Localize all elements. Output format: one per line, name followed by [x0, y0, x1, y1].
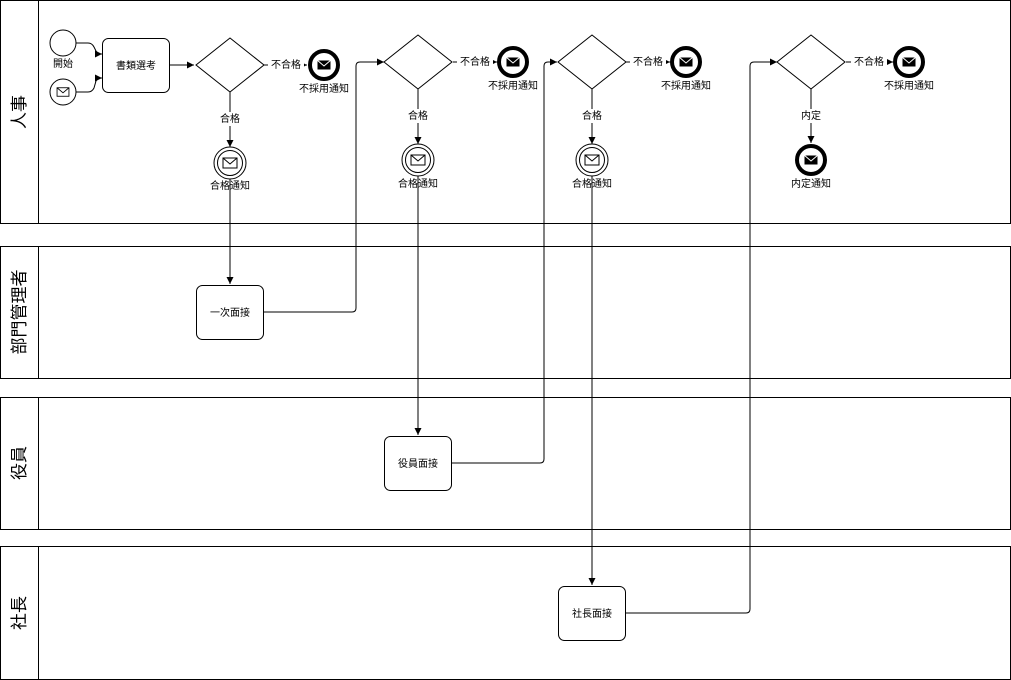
task-executive-interview[interactable]: 役員面接 — [384, 436, 452, 491]
offer-label: 内定 — [801, 109, 821, 122]
envelope-icon — [803, 154, 819, 166]
lane-title-hr: 人事 — [10, 95, 30, 129]
message-start-event[interactable] — [49, 78, 77, 106]
gateway-ceo-interview-result[interactable] — [776, 34, 846, 90]
envelope-icon — [316, 59, 332, 71]
task-ceo-interview-label: 社長面接 — [572, 607, 612, 620]
pass-notice-label-2: 合格通知 — [398, 177, 438, 190]
lane-hr: 人事 — [0, 0, 1011, 224]
fail-label-4: 不合格 — [854, 55, 884, 68]
pass-notice-event-3[interactable] — [575, 143, 609, 177]
reject-notice-end-event-3[interactable] — [670, 46, 702, 78]
reject-notice-label-2: 不採用通知 — [488, 79, 538, 92]
reject-notice-end-event-2[interactable] — [497, 46, 529, 78]
reject-notice-label-3: 不採用通知 — [661, 79, 711, 92]
fail-label-3: 不合格 — [633, 55, 663, 68]
envelope-icon — [505, 56, 521, 68]
task-document-screening-label: 書類選考 — [116, 59, 156, 72]
reject-notice-end-event-4[interactable] — [893, 46, 925, 78]
envelope-icon — [56, 87, 70, 97]
task-first-interview-label: 一次面接 — [210, 306, 250, 319]
pass-label-2: 合格 — [408, 109, 428, 122]
reject-notice-label-4: 不採用通知 — [884, 79, 934, 92]
envelope-icon — [584, 154, 600, 166]
offer-notice-label: 内定通知 — [791, 177, 831, 190]
pass-label-3: 合格 — [582, 109, 602, 122]
task-document-screening[interactable]: 書類選考 — [102, 38, 170, 93]
lane-ceo: 社長 — [0, 546, 1011, 680]
pass-notice-label-1: 合格通知 — [210, 179, 250, 192]
flow-labels: 不合格 合格 不合格 合格 不合格 合格 不合格 内定 — [220, 55, 887, 125]
gateway-first-interview-result[interactable] — [383, 34, 453, 90]
task-executive-interview-label: 役員面接 — [398, 457, 438, 470]
gateway-screening-result[interactable] — [195, 37, 265, 93]
envelope-icon — [410, 154, 426, 166]
envelope-icon — [901, 56, 917, 68]
pass-notice-label-3: 合格通知 — [572, 177, 612, 190]
start-event[interactable] — [49, 29, 77, 57]
fail-label-2: 不合格 — [460, 55, 490, 68]
offer-notice-end-event[interactable] — [795, 144, 827, 176]
pass-notice-event-2[interactable] — [401, 143, 435, 177]
envelope-icon — [678, 56, 694, 68]
lane-title-executive: 役員 — [10, 446, 30, 480]
reject-notice-label-1: 不採用通知 — [299, 82, 349, 95]
lane-title-ceo: 社長 — [10, 596, 30, 630]
task-ceo-interview[interactable]: 社長面接 — [558, 586, 626, 641]
lane-dept-manager: 部門管理者 — [0, 246, 1011, 379]
gateway-executive-interview-result[interactable] — [557, 34, 627, 90]
fail-label-1: 不合格 — [271, 58, 301, 71]
start-event-label: 開始 — [53, 57, 73, 70]
pass-notice-event-1[interactable] — [213, 146, 247, 180]
task-first-interview[interactable]: 一次面接 — [196, 285, 264, 340]
reject-notice-end-event-1[interactable] — [308, 49, 340, 81]
lane-title-dept-manager: 部門管理者 — [10, 270, 30, 355]
pass-label-1: 合格 — [220, 112, 240, 125]
envelope-icon — [222, 157, 238, 169]
